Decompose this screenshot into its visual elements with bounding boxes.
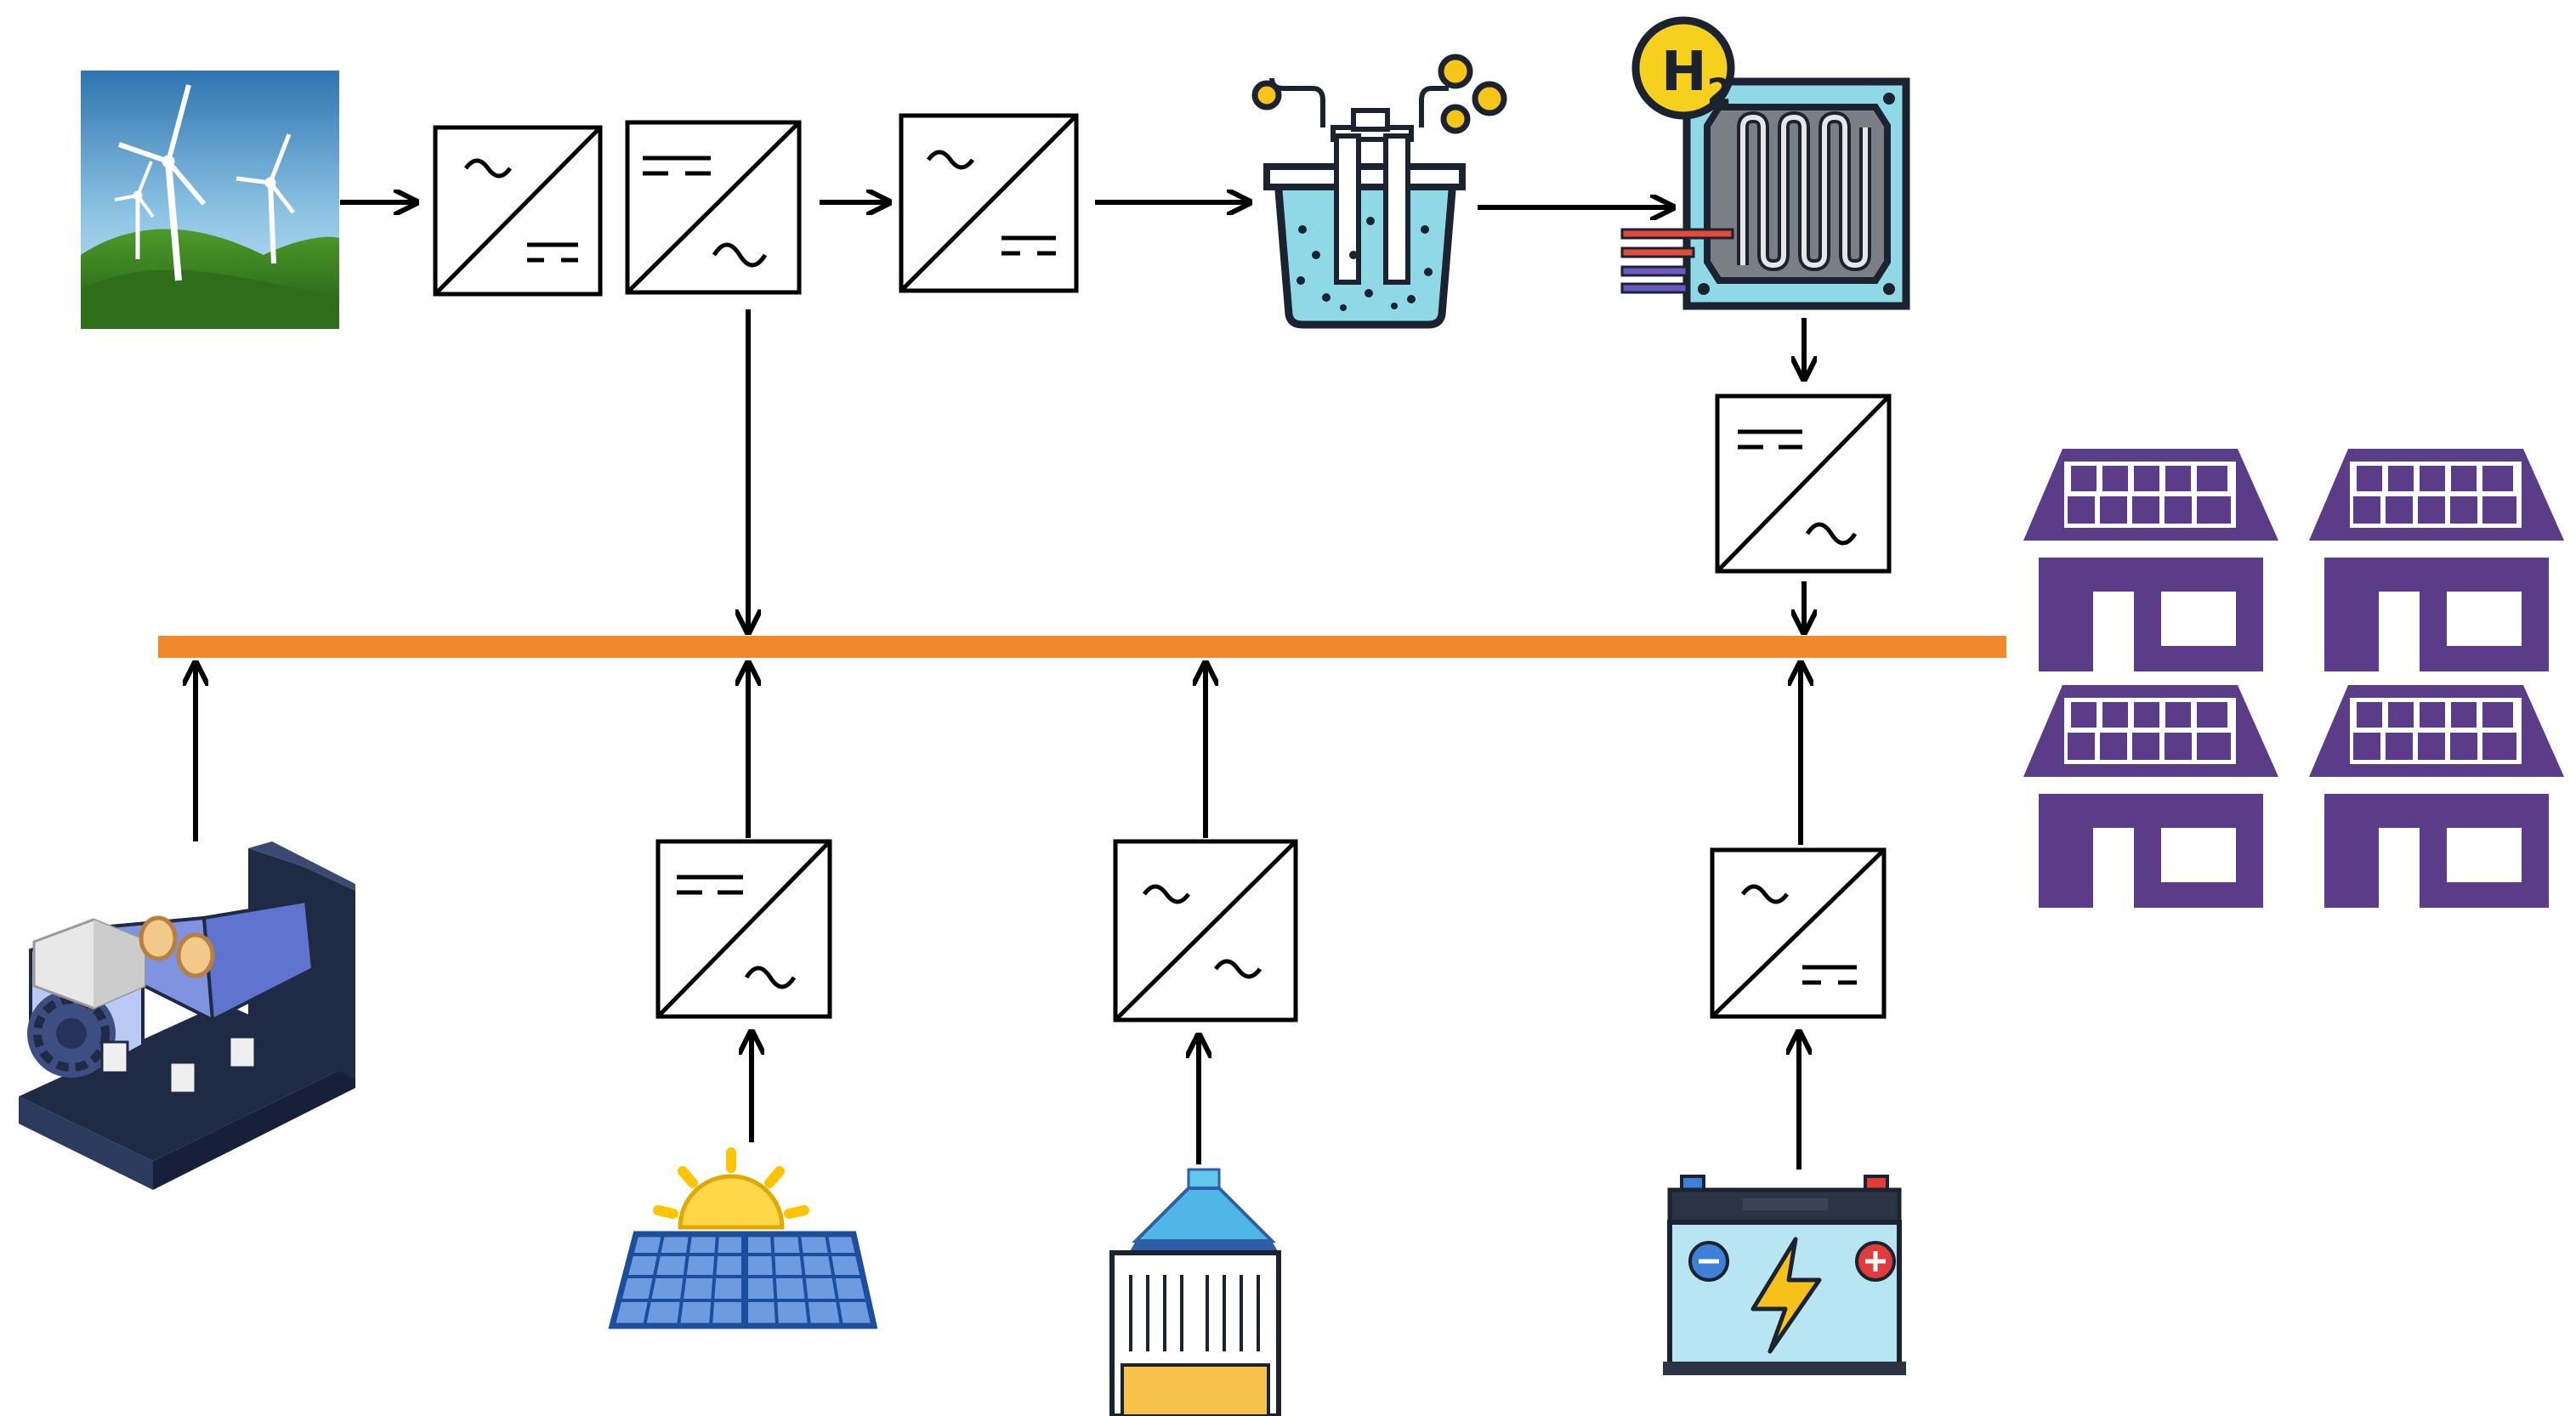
wind-turbines-icon [81,71,339,329]
dc-ac-inverter-icon [1715,394,1892,574]
dc-ac-inverter-icon [655,839,832,1019]
ac-dc-converter-icon [1710,847,1887,1019]
battery-icon [1663,1175,1906,1375]
electrolyzer-icon [1251,54,1507,329]
hydrogen-fuel-cell-icon: H2 [1620,16,1910,310]
solar-panel-icon [608,1147,878,1329]
ac-ac-converter-icon [1113,839,1298,1022]
generator-unit-icon [1109,1168,1281,1416]
ac-dc-converter-icon [899,113,1079,293]
dc-ac-inverter-icon [625,120,802,295]
solar-houses-icon [2023,449,2564,908]
flow-arrows [196,202,1804,1170]
diesel-generator-icon [19,841,355,1190]
hydrogen-label: H2 [1661,41,1732,112]
ac-dc-converter-icon [433,125,603,297]
